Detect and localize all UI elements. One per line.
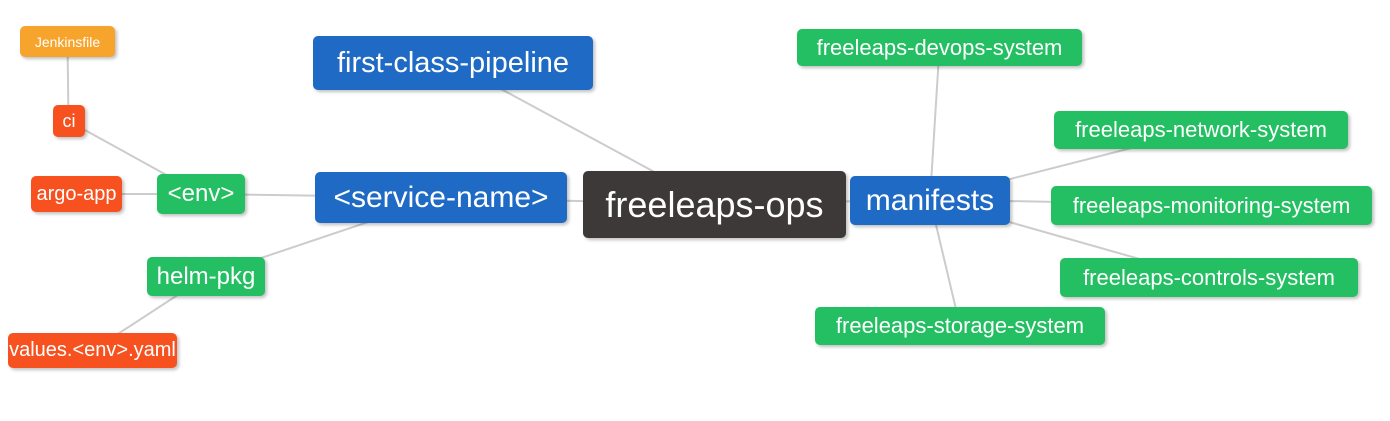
node-helm-pkg[interactable]: helm-pkg	[147, 257, 265, 296]
node-env[interactable]: <env>	[157, 174, 245, 214]
node-freeleaps-devops-system[interactable]: freeleaps-devops-system	[797, 29, 1082, 66]
node-freeleaps-storage-system[interactable]: freeleaps-storage-system	[815, 307, 1105, 345]
node-argo-app[interactable]: argo-app	[31, 176, 122, 212]
node-freeleaps-monitoring-system[interactable]: freeleaps-monitoring-system	[1051, 186, 1372, 225]
edge-manifests-devops-system	[929, 46, 941, 200]
node-ci[interactable]: ci	[53, 105, 85, 137]
node-freeleaps-ops-root[interactable]: freeleaps-ops	[583, 171, 846, 238]
node-service-name[interactable]: <service-name>	[315, 172, 567, 223]
node-freeleaps-controls-system[interactable]: freeleaps-controls-system	[1060, 258, 1358, 297]
node-jenkinsfile[interactable]: Jenkinsfile	[20, 26, 115, 57]
node-manifests[interactable]: manifests	[850, 176, 1010, 225]
node-freeleaps-network-system[interactable]: freeleaps-network-system	[1054, 111, 1348, 149]
node-first-class-pipeline[interactable]: first-class-pipeline	[313, 36, 593, 90]
node-values-env-yaml[interactable]: values.<env>.yaml	[8, 333, 177, 368]
